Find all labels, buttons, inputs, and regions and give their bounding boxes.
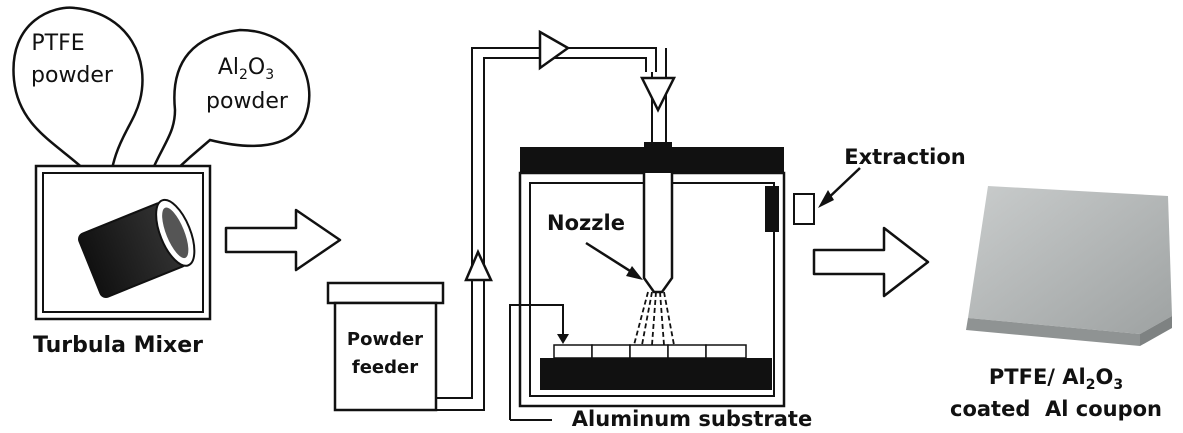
- substrate-stage: [540, 358, 772, 390]
- coated-coupon: [966, 186, 1172, 346]
- nozzle-label: Nozzle: [547, 211, 625, 235]
- extraction-label: Extraction: [844, 145, 966, 169]
- extraction-port: [793, 193, 815, 225]
- alumina-bubble-line1: Al2O3: [218, 55, 274, 83]
- mixer-drum: [78, 198, 196, 298]
- ptfe-bubble-line1: PTFE: [31, 31, 84, 56]
- spray-chamber: Extraction Nozzle Aluminum substrate: [509, 142, 966, 431]
- powder-feeder: Powder feeder: [326, 281, 445, 412]
- flow-triangle-down: [639, 76, 677, 113]
- alumina-powder-bubble: Al2O3 powder: [137, 28, 311, 210]
- nozzle: [633, 173, 675, 346]
- aluminum-substrate: [553, 344, 747, 359]
- flow-triangle-right: [464, 248, 493, 282]
- coupon-label-line2: coated Al coupon: [950, 397, 1162, 421]
- flow-arrow-2: [812, 226, 930, 298]
- ptfe-powder-bubble: PTFE powder: [12, 6, 144, 203]
- feeder-line1: Powder: [347, 329, 423, 350]
- coupon-label-line1: PTFE/ Al2O3: [989, 365, 1123, 393]
- flow-triangle-top: [538, 29, 571, 71]
- turbula-mixer: Turbula Mixer: [33, 164, 212, 358]
- ptfe-bubble-line2: powder: [31, 63, 114, 88]
- flow-arrow-1: [224, 208, 342, 272]
- alumina-bubble-line2: powder: [206, 89, 289, 114]
- feeder-line2: feeder: [352, 357, 418, 378]
- feed-tubing: [408, 47, 667, 411]
- substrate-leader: [509, 304, 564, 420]
- substrate-label: Aluminum substrate: [572, 407, 812, 431]
- mixer-label: Turbula Mixer: [33, 333, 203, 358]
- extraction-filter: [765, 186, 779, 232]
